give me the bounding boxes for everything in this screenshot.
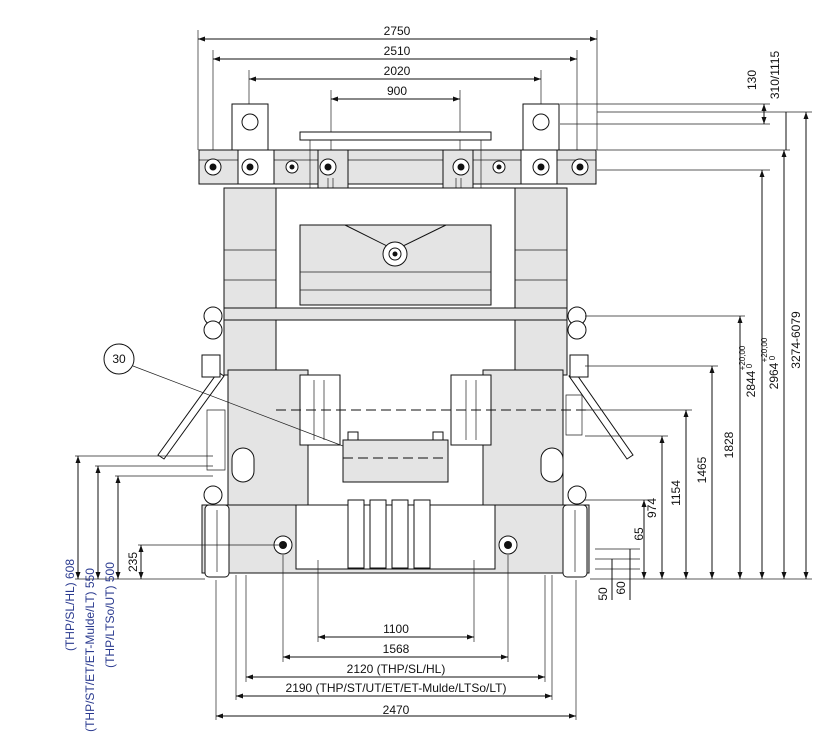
dim-608: (THP/SL/HL) 608 [63, 559, 77, 651]
dim-235: 235 [126, 552, 140, 572]
dim-2750: 2750 [384, 24, 411, 38]
dim-2844-tol-lower: 0 [745, 363, 754, 368]
dim-130: 130 [745, 70, 759, 90]
dim-2964: 2964 [767, 362, 781, 389]
dim-2964-tol-upper: +20,00 [760, 337, 769, 362]
dim-50: 50 [596, 587, 610, 601]
dim-2470: 2470 [383, 703, 410, 717]
dim-2510: 2510 [384, 44, 411, 58]
dim-3274-6079: 3274-6079 [789, 311, 803, 369]
dim-974: 974 [645, 498, 659, 518]
dim-1828: 1828 [722, 431, 736, 458]
dim-60: 60 [614, 581, 628, 595]
dim-2190: 2190 (THP/ST/UT/ET/ET-Mulde/LTSo/LT) [286, 681, 507, 695]
dim-900: 900 [387, 84, 407, 98]
right-dimension-lines [560, 103, 812, 600]
bottom-dimension-lines [215, 555, 577, 720]
dim-1568: 1568 [383, 642, 410, 656]
dim-500: (THP/LTSo/UT) 500 [103, 562, 117, 668]
dim-1100: 1100 [383, 622, 409, 636]
dim-1465: 1465 [695, 456, 709, 483]
top-dimension-lines [197, 30, 598, 150]
dim-550: (THP/ST/ET/ET-Mulde/LT) 550 [83, 568, 97, 732]
dim-65: 65 [632, 527, 646, 541]
dim-310-1115: 310/1115 [768, 51, 782, 100]
callout-number: 30 [112, 352, 126, 366]
left-dimension-lines [75, 455, 283, 580]
machine-frame [157, 103, 634, 578]
dim-2964-tol-lower: 0 [768, 355, 777, 360]
dim-1154: 1154 [669, 480, 683, 506]
dim-2844: 2844 [744, 370, 758, 397]
dim-2020: 2020 [384, 64, 411, 78]
dim-2120: 2120 (THP/SL/HL) [347, 662, 446, 676]
callout-30 [103, 343, 344, 447]
dim-2844-tol-upper: +20,00 [738, 345, 747, 370]
